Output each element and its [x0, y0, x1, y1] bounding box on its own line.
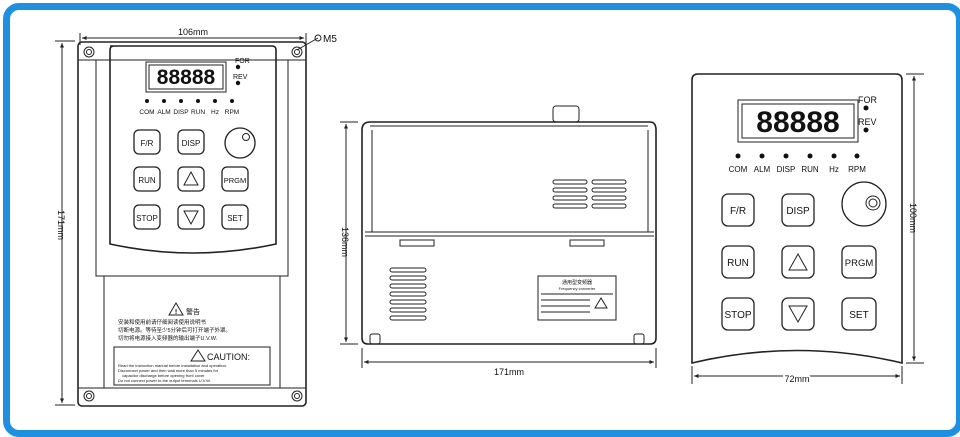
keypad-digit-display: 88888	[756, 106, 839, 139]
screw-label: M5	[323, 34, 337, 45]
keypad-key-stop[interactable]: STOP	[724, 310, 751, 321]
front-width-dim: 106mm	[178, 27, 208, 37]
keypad-width-dim: 72mm	[784, 374, 809, 384]
caution-line-2: Disconnect power and then wait more than…	[118, 368, 219, 373]
keypad-key-prgm[interactable]: PRGM	[845, 258, 874, 269]
svg-text:88888: 88888	[756, 106, 839, 139]
keypad-led-row: COM ALM DISP RUN Hz RPM	[729, 153, 866, 174]
warning-title-cn: 警告	[186, 307, 200, 316]
front-key-set[interactable]: SET	[227, 214, 243, 223]
caution-line-4: Do not connect power to the output termi…	[118, 378, 211, 383]
caution-line-3: capacitor discharge before opening front…	[122, 373, 205, 378]
svg-text:88888: 88888	[157, 66, 216, 89]
keypad-height-dim: 100mm	[908, 203, 918, 233]
front-led-rpm-label: RPM	[225, 109, 239, 116]
front-led-for-label: FOR	[235, 58, 250, 65]
front-height-dim: 171mm	[56, 210, 66, 240]
front-down-arrow-icon	[183, 210, 199, 226]
warning-line-cn-2: 切断电源。等待至少5分钟后可打开端子外罩。	[118, 326, 231, 334]
front-led-rev-label: REV	[233, 74, 248, 81]
side-top-vents	[552, 179, 627, 209]
keypad-led-rev-label: REV	[858, 117, 877, 127]
front-key-prgm[interactable]: PRGM	[224, 176, 247, 185]
keypad-led-rpm-label: RPM	[848, 165, 866, 174]
keypad-led-hz-label: Hz	[829, 165, 839, 174]
keypad-key-up[interactable]	[781, 245, 815, 279]
nameplate-title: 通用型变频器	[562, 279, 592, 286]
keypad-led-disp-label: DISP	[777, 165, 796, 174]
keypad-key-disp[interactable]: DISP	[786, 206, 810, 217]
front-key-stop[interactable]: STOP	[136, 214, 158, 223]
caution-triangle-icon	[190, 349, 206, 362]
side-width-dim: 171mm	[494, 367, 524, 377]
warning-line-cn-1: 安装和使用前请仔细阅读使用说明书	[118, 318, 207, 326]
front-up-arrow-icon	[183, 170, 199, 186]
front-key-fr[interactable]: F/R	[141, 139, 154, 148]
keypad-key-down[interactable]	[781, 297, 815, 331]
warning-line-cn-3: 切勿将电源接入变频器的输出端子U.V.W.	[118, 334, 218, 342]
svg-text:!: !	[175, 309, 177, 316]
nameplate-warning-icon	[594, 297, 608, 309]
front-key-disp[interactable]: DISP	[182, 139, 201, 148]
keypad-key-set[interactable]: SET	[849, 310, 868, 321]
keypad-led-com-label: COM	[729, 165, 748, 174]
warning-triangle-icon	[168, 302, 184, 316]
front-led-alm-label: ALM	[157, 109, 170, 116]
front-key-up[interactable]	[177, 166, 205, 192]
keypad-key-run[interactable]: RUN	[727, 258, 749, 269]
keypad-up-arrow-icon	[788, 252, 808, 271]
keypad-view: 88888 FOR REV COM ALM DISP RUN Hz RPM F/…	[691, 73, 924, 386]
front-led-disp-label: DISP	[173, 109, 188, 116]
front-digit-display: 88888	[157, 66, 216, 89]
side-height-dim: 136mm	[340, 227, 350, 257]
keypad-led-for-label: FOR	[858, 95, 877, 105]
front-led-run-label: RUN	[191, 109, 205, 116]
keypad-led-run-label: RUN	[801, 165, 819, 174]
front-key-run[interactable]: RUN	[138, 176, 156, 185]
front-potentiometer-knob[interactable]	[224, 127, 256, 159]
keypad-down-arrow-icon	[788, 305, 808, 324]
caution-line-1: Read the instruction manual before insta…	[118, 363, 227, 368]
nameplate-subtitle: Frequency converter	[559, 286, 596, 291]
front-key-down[interactable]	[177, 204, 205, 230]
front-led-row: COM ALM DISP RUN Hz RPM	[139, 99, 239, 116]
front-view: 106mm 171mm M5 88888 FOR REV	[55, 27, 337, 407]
keypad-key-fr[interactable]: F/R	[730, 206, 746, 217]
keypad-led-alm-label: ALM	[754, 165, 771, 174]
side-view: 通用型变频器 Frequency converter 136mm 171mm	[340, 105, 657, 377]
keypad-potentiometer-knob[interactable]	[841, 181, 887, 227]
side-bottom-vents	[389, 267, 427, 321]
front-led-com-label: COM	[139, 109, 154, 116]
front-led-hz-label: Hz	[211, 109, 219, 116]
caution-title: CAUTION:	[207, 352, 250, 362]
